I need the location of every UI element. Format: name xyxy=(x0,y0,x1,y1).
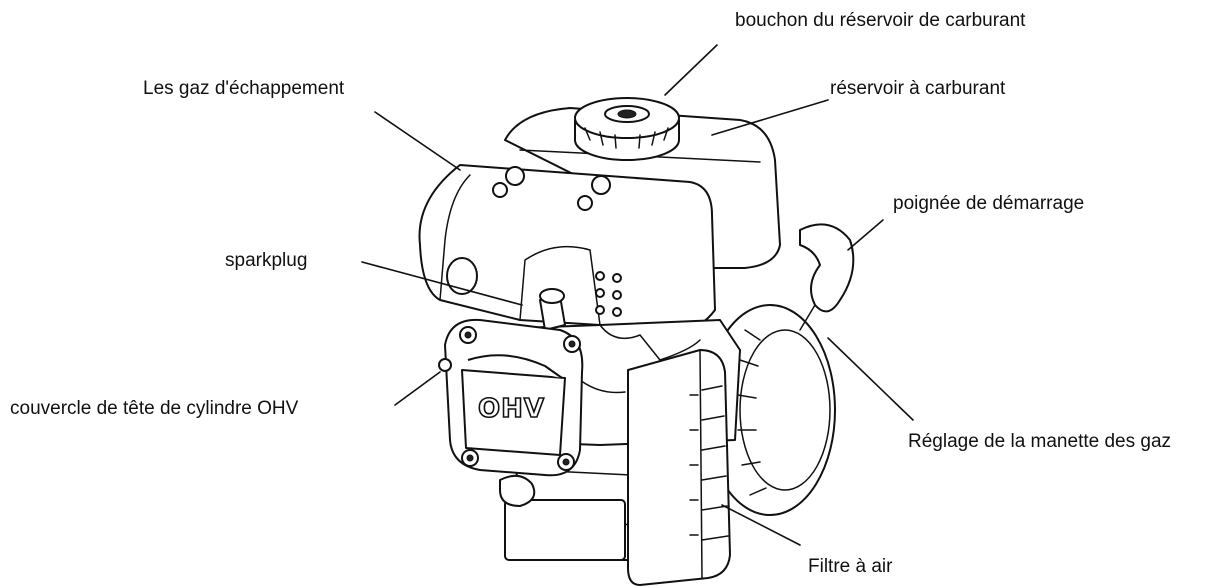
leader-fuel-tank xyxy=(712,100,828,135)
label-fuel-cap: bouchon du réservoir de carburant xyxy=(735,10,1025,32)
leader-fuel-cap xyxy=(665,45,717,95)
start-handle-shape xyxy=(800,224,853,311)
label-sparkplug: sparkplug xyxy=(225,250,307,272)
label-air-filter: Filtre à air xyxy=(808,556,892,578)
label-fuel-tank: réservoir à carburant xyxy=(830,78,1005,100)
air-filter-shape xyxy=(628,350,730,585)
leader-exhaust xyxy=(375,112,460,170)
mount-base xyxy=(505,500,625,560)
label-cylinder-cover: couvercle de tête de cylindre OHV xyxy=(10,398,298,420)
label-exhaust: Les gaz d'échappement xyxy=(143,78,344,100)
leader-cylinder-cover xyxy=(395,372,440,405)
leader-start-handle xyxy=(848,220,883,250)
engine-drawing: OHV xyxy=(420,98,854,585)
ohv-engraving: OHV xyxy=(478,394,545,424)
leader-throttle xyxy=(828,338,913,420)
muffler-shape xyxy=(420,165,716,330)
label-start-handle: poignée de démarrage xyxy=(893,193,1084,215)
label-throttle: Réglage de la manette des gaz xyxy=(908,431,1171,453)
